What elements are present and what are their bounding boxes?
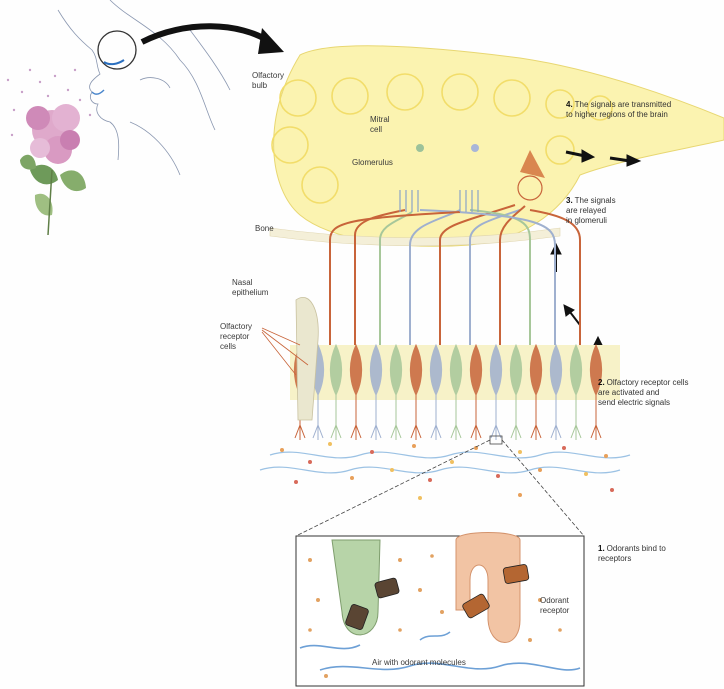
- step-2-number: 2.: [598, 378, 605, 387]
- odorant-molecule: [610, 488, 614, 492]
- receptor-dendrite: [531, 395, 541, 440]
- odorant-molecule: [308, 460, 312, 464]
- step-3: 3.The signals are relayed in glomeruli: [566, 196, 616, 226]
- receptor-dendrite: [491, 395, 501, 440]
- odorant-molecule: [562, 446, 566, 450]
- step-3-text: The signals are relayed in glomeruli: [566, 196, 616, 225]
- label-olfactory-bulb: Olfactory bulb: [252, 71, 284, 91]
- odor-dots-mucus: [280, 442, 614, 500]
- label-mitral-cell: Mitral cell: [370, 115, 390, 135]
- receptor-dendrite: [331, 395, 341, 440]
- odorant-molecule: [518, 493, 522, 497]
- odorant-molecule: [584, 472, 588, 476]
- step-4-text: The signals are transmitted to higher re…: [566, 100, 671, 119]
- receptor-dendrite: [371, 395, 381, 440]
- odorant-molecule: [350, 476, 354, 480]
- nostril-mucus: [92, 90, 104, 94]
- label-receptor-cells: Olfactory receptor cells: [220, 322, 252, 352]
- step-1: 1.Odorants bind to receptors: [598, 544, 666, 564]
- odorant-molecule: [412, 444, 416, 448]
- step-1-number: 1.: [598, 544, 605, 553]
- odorant-molecule: [280, 448, 284, 452]
- step-4-number: 4.: [566, 100, 573, 109]
- nose-mucus: [104, 60, 124, 64]
- receptor-dendrite: [551, 395, 561, 440]
- step-2: 2.Olfactory receptor cells are activated…: [598, 378, 722, 408]
- odorant-molecule: [294, 480, 298, 484]
- odorant-molecule: [428, 478, 432, 482]
- receptor-dendrite: [391, 395, 401, 440]
- label-glomerulus: Glomerulus: [352, 158, 393, 168]
- receptor-dendrite: [313, 395, 323, 440]
- lilac-flower: [20, 104, 86, 235]
- receptor-dendrite: [511, 395, 521, 440]
- odorant-molecule: [604, 454, 608, 458]
- step-2-text: Olfactory receptor cells are activated a…: [598, 378, 688, 407]
- label-bone: Bone: [255, 224, 274, 234]
- odorant-molecule: [518, 450, 522, 454]
- odorant-molecule: [390, 468, 394, 472]
- receptor-dendrite: [411, 395, 421, 440]
- receptor-dendrite: [471, 395, 481, 440]
- odorant-molecule: [496, 474, 500, 478]
- receptor-dendrite: [451, 395, 461, 440]
- step-1-text: Odorants bind to receptors: [598, 544, 666, 563]
- receptor-dendrite: [351, 395, 361, 440]
- odorant-molecule: [370, 450, 374, 454]
- label-air: Air with odorant molecules: [372, 658, 466, 668]
- label-nasal-epithelium: Nasal epithelium: [232, 278, 268, 298]
- label-odorant-receptor: Odorant receptor: [540, 596, 569, 616]
- odorant-molecule: [328, 442, 332, 446]
- step-3-number: 3.: [566, 196, 573, 205]
- odorant-molecule: [538, 468, 542, 472]
- step-4: 4.The signals are transmitted to higher …: [566, 100, 722, 120]
- odorant-molecule: [418, 496, 422, 500]
- odorant-molecule: [450, 460, 454, 464]
- receptor-dendrite: [431, 395, 441, 440]
- receptor-dendrite: [571, 395, 581, 440]
